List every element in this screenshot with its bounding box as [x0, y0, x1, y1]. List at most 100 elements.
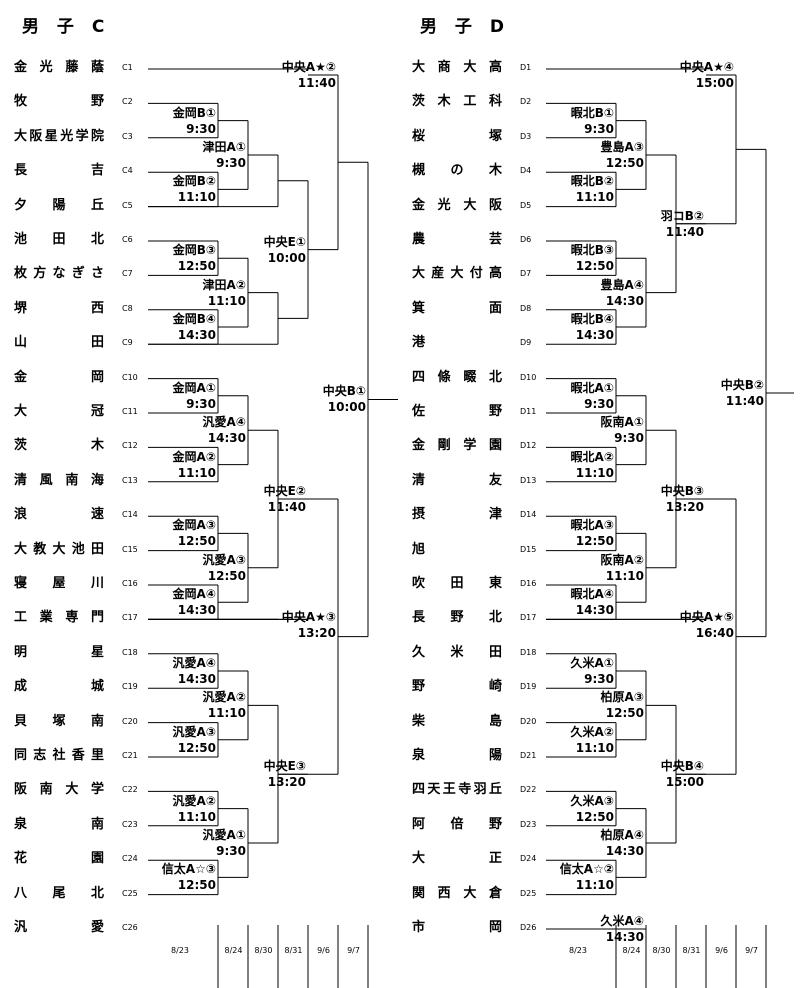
match-venue: 金岡A④	[172, 587, 216, 602]
match-time: 11:40	[725, 394, 764, 408]
team-name: 茨木	[14, 438, 104, 454]
team-name: 吹田東	[412, 576, 502, 591]
match-time: 14:30	[605, 930, 644, 944]
team-code: D10	[520, 372, 537, 382]
match-time: 12:50	[177, 534, 216, 549]
match-time: 14:30	[177, 328, 216, 342]
team-code: C24	[122, 854, 138, 864]
match-time: 14:30	[605, 293, 644, 308]
match-time: 11:40	[665, 224, 704, 239]
team-name: 浪速	[14, 507, 104, 523]
match-time: 11:10	[207, 706, 246, 721]
team-code: C1	[122, 63, 133, 72]
team-code: D2	[520, 97, 532, 107]
date-label: 8/23	[171, 946, 189, 955]
team-name: 四天王寺羽丘	[412, 782, 502, 798]
team-name: 摂津	[412, 507, 502, 523]
match-venue: 暇北B④	[570, 312, 614, 326]
match-time: 11:40	[297, 76, 336, 90]
bracket-title: 男 子 C	[22, 17, 111, 37]
date-label: 8/31	[284, 946, 303, 955]
team-name: 大阪星光学院	[14, 128, 104, 144]
match-venue: 金岡B④	[172, 312, 216, 326]
match-time: 9:30	[186, 396, 216, 411]
match-time: 12:50	[605, 156, 644, 170]
team-code: D19	[520, 682, 537, 692]
team-code: C20	[122, 716, 138, 726]
team-name: 槻の木	[412, 163, 502, 179]
team-code: D13	[520, 475, 537, 485]
team-name: 長吉	[14, 163, 104, 179]
team-name: 堺西	[14, 300, 104, 316]
team-code: D21	[520, 751, 537, 760]
team-name: 大産大付高	[412, 266, 502, 282]
match-time: 12:50	[605, 706, 644, 721]
match-venue: 汎愛A②	[202, 690, 246, 705]
match-venue: 金岡A③	[172, 518, 216, 533]
match-venue: 中央A★②	[281, 60, 336, 74]
team-name: 同志社香里	[14, 748, 104, 763]
team-code: D1	[520, 63, 532, 72]
match-venue: 汎愛A③	[172, 724, 216, 739]
team-name: 金岡	[14, 369, 104, 385]
team-name: 池田北	[14, 232, 104, 247]
date-label: 8/31	[682, 946, 701, 955]
match-time: 13:20	[267, 775, 306, 790]
match-time: 14:30	[177, 603, 216, 618]
match-venue: 汎愛A④	[172, 656, 216, 670]
match-venue: 中央E②	[263, 484, 306, 498]
match-time: 14:30	[207, 431, 246, 446]
team-code: D16	[520, 579, 537, 588]
match-venue: 暇北B③	[570, 243, 614, 258]
team-name: 旭	[412, 541, 426, 557]
match-venue: 中央E③	[263, 759, 306, 774]
date-label: 8/30	[652, 946, 671, 955]
team-code: C10	[122, 372, 138, 382]
match-venue: 金岡A②	[172, 449, 216, 464]
team-code: C12	[122, 441, 138, 451]
team-code: D22	[520, 785, 537, 795]
team-name: 工業専門	[14, 610, 104, 626]
team-name: 大正	[412, 851, 502, 867]
team-code: C11	[122, 407, 138, 416]
match-time: 9:30	[584, 121, 614, 136]
team-code: C6	[122, 235, 133, 244]
team-code: D3	[520, 131, 532, 141]
team-code: D25	[520, 888, 537, 898]
match-venue: 久米A④	[600, 914, 644, 928]
match-venue: 久米A①	[570, 656, 614, 670]
match-venue: 信太A☆②	[559, 862, 614, 877]
match-venue: 中央E①	[263, 234, 306, 249]
match-venue: 信太A☆③	[161, 862, 216, 877]
match-time: 13:20	[665, 500, 704, 514]
match-venue: 中央B①	[322, 384, 366, 399]
date-label: 9/6	[317, 946, 330, 955]
team-code: C18	[122, 647, 138, 657]
team-name: 明星	[14, 644, 104, 660]
match-time: 14:30	[177, 672, 216, 686]
team-name: 泉南	[14, 816, 104, 832]
team-code: D24	[520, 854, 537, 864]
team-name: 大教大池田	[14, 541, 104, 557]
team-name: 清友	[412, 472, 502, 488]
match-venue: 暇北A③	[570, 518, 614, 533]
team-code: C17	[122, 613, 138, 623]
team-name: 四條畷北	[412, 369, 502, 385]
team-name: 金光藤蔭	[14, 60, 104, 75]
match-venue: 津田A②	[202, 277, 246, 292]
match-time: 9:30	[614, 431, 644, 446]
match-venue: 汎愛A①	[202, 828, 246, 842]
match-venue: 暇北A②	[570, 449, 614, 464]
date-label: 9/7	[347, 946, 360, 955]
match-time: 15:00	[695, 76, 734, 90]
match-time: 9:30	[186, 121, 216, 136]
match-time: 12:50	[177, 259, 216, 274]
match-time: 11:10	[575, 740, 614, 755]
match-venue: 暇北A④	[570, 587, 614, 602]
match-venue: 中央B④	[660, 759, 704, 774]
team-name: 貝塚南	[14, 713, 104, 729]
match-venue: 羽コB②	[660, 208, 704, 223]
match-venue: 暇北A①	[570, 380, 614, 395]
team-code: C22	[122, 785, 138, 795]
